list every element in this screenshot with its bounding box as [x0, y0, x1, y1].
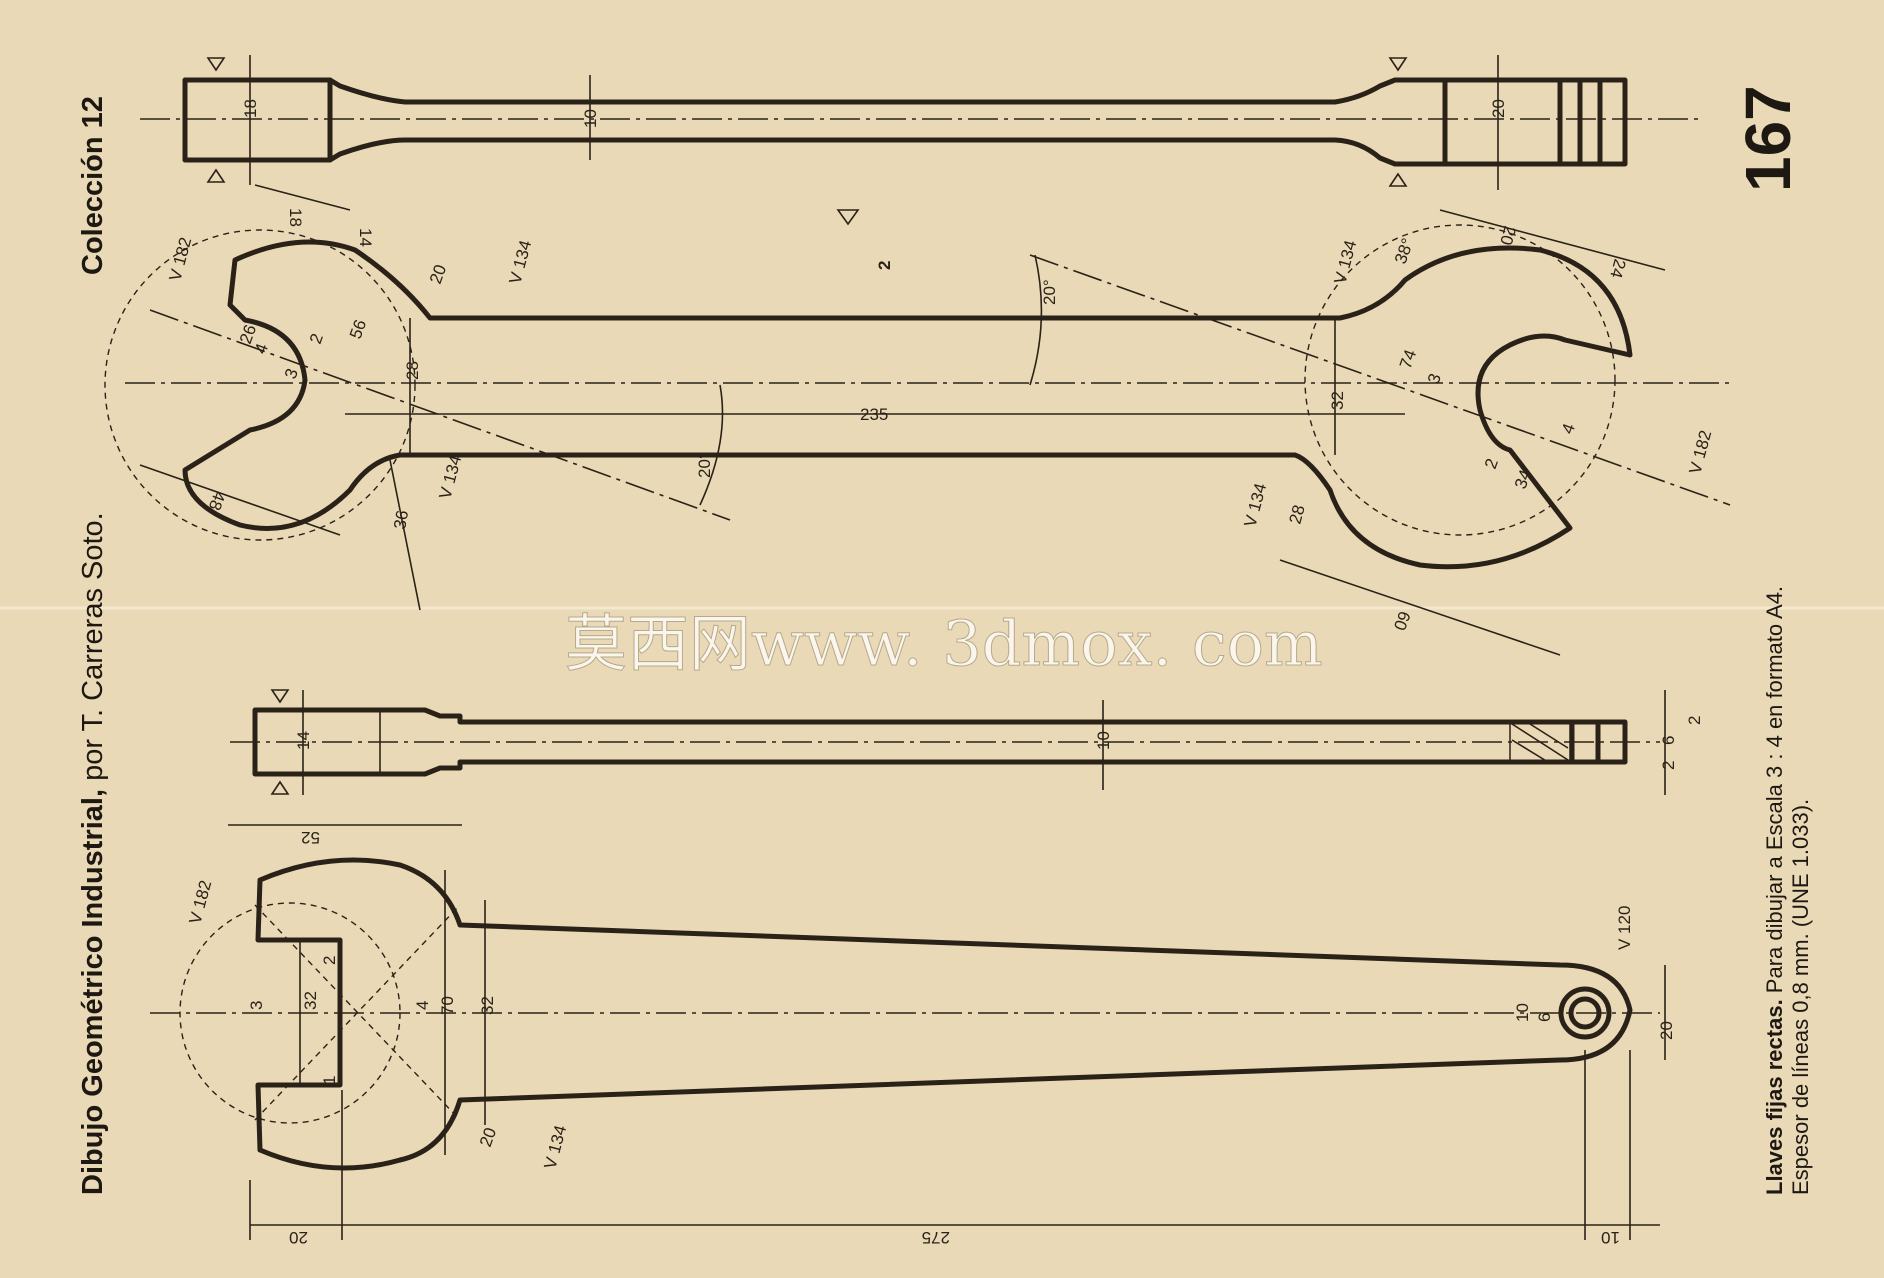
dim-left-handle: 28 — [403, 361, 422, 380]
double-wrench: 235 28 32 20° 20° 18 14 V 182 V 134 20 2… — [104, 184, 1735, 656]
page-number: 167 — [1732, 85, 1804, 192]
caption-title: Llaves fijas rectas. — [1762, 999, 1787, 1195]
caption: Llaves fijas rectas. Para dibujar a Esca… — [1762, 586, 1813, 1195]
dim-lower-right-2b: 2 — [1659, 761, 1678, 770]
dim-lower-left-thickness: 14 — [294, 731, 313, 750]
point-single-3: 3 — [247, 1001, 266, 1010]
dim-right-handle: 32 — [1328, 391, 1347, 410]
dim-single-neck: 32 — [478, 996, 497, 1015]
dim-single-left-offset: 20 — [289, 1228, 308, 1247]
point-single-4: 4 — [413, 1001, 432, 1010]
dim-hole-outer: 10 — [1513, 1003, 1532, 1022]
point-single-2: 2 — [320, 956, 339, 965]
svg-text:Dibujo Geométrico Industrial,: Dibujo Geométrico Industrial, por T. Car… — [77, 512, 109, 1195]
dim-lower-shaft-thickness: 10 — [1094, 731, 1113, 750]
dim-left-36: 36 — [390, 509, 412, 531]
dim-upper-right-thickness: 20 — [1489, 99, 1508, 118]
dim-lower-right-2a: 2 — [1685, 716, 1704, 725]
lower-top-view: 14 10 6 2 2 — [230, 689, 1704, 795]
header-title: Dibujo Geométrico Industrial, — [77, 789, 109, 1195]
dim-double-length: 235 — [860, 405, 888, 424]
surface-finish-value: 2 — [875, 261, 894, 270]
angle-upper: 20° — [1040, 279, 1059, 305]
dim-right-24: 24 — [1606, 257, 1629, 280]
dim-right-28: 28 — [1286, 503, 1309, 526]
header-author: por T. Carreras Soto. — [77, 512, 109, 789]
angle-lower: 20° — [695, 452, 714, 478]
dim-left-jaw-width: 18 — [286, 208, 305, 227]
dim-upper-shaft-thickness: 10 — [581, 109, 600, 128]
dim-single-jaw-width: 52 — [301, 828, 320, 847]
surface-finish-symbol: 2 — [836, 209, 894, 270]
dim-upper-left-thickness: 18 — [241, 99, 260, 118]
dim-single-head: 70 — [438, 996, 457, 1015]
dim-lower-right-6: 6 — [1659, 736, 1678, 745]
caption-line-thickness: Espesor de líneas 0,8 mm. (UNE 1.033). — [1788, 799, 1813, 1195]
watermark: 莫西网www. 3dmox. com — [565, 607, 1323, 680]
dim-single-opening: 32 — [301, 991, 320, 1010]
dim-left-14: 14 — [356, 228, 375, 247]
dim-hole-inner: 6 — [1535, 1013, 1554, 1022]
dim-single-length: 275 — [922, 1228, 950, 1247]
dim-single-right-offset: 10 — [1601, 1228, 1620, 1247]
caption-scale: Para dibujar a Escala 3 : 4 en formato A… — [1762, 586, 1787, 999]
dim-single-end-width: 20 — [1657, 1021, 1676, 1040]
collection-label: Colección 12 — [77, 96, 109, 275]
radius-single-end: V 120 — [1615, 906, 1634, 950]
dim-right-20: 20 — [1496, 224, 1519, 247]
upper-top-view: 18 10 20 — [140, 55, 1700, 190]
point-single-1: 1 — [320, 1076, 339, 1085]
single-wrench: 52 V 182 2 3 4 1 32 70 32 V 134 20 V 120… — [150, 824, 1676, 1247]
header: Dibujo Geométrico Industrial, por T. Car… — [77, 96, 109, 1195]
svg-text:Llaves fijas rectas. Para dib: Llaves fijas rectas. Para dibujar a Esca… — [1762, 586, 1787, 1195]
